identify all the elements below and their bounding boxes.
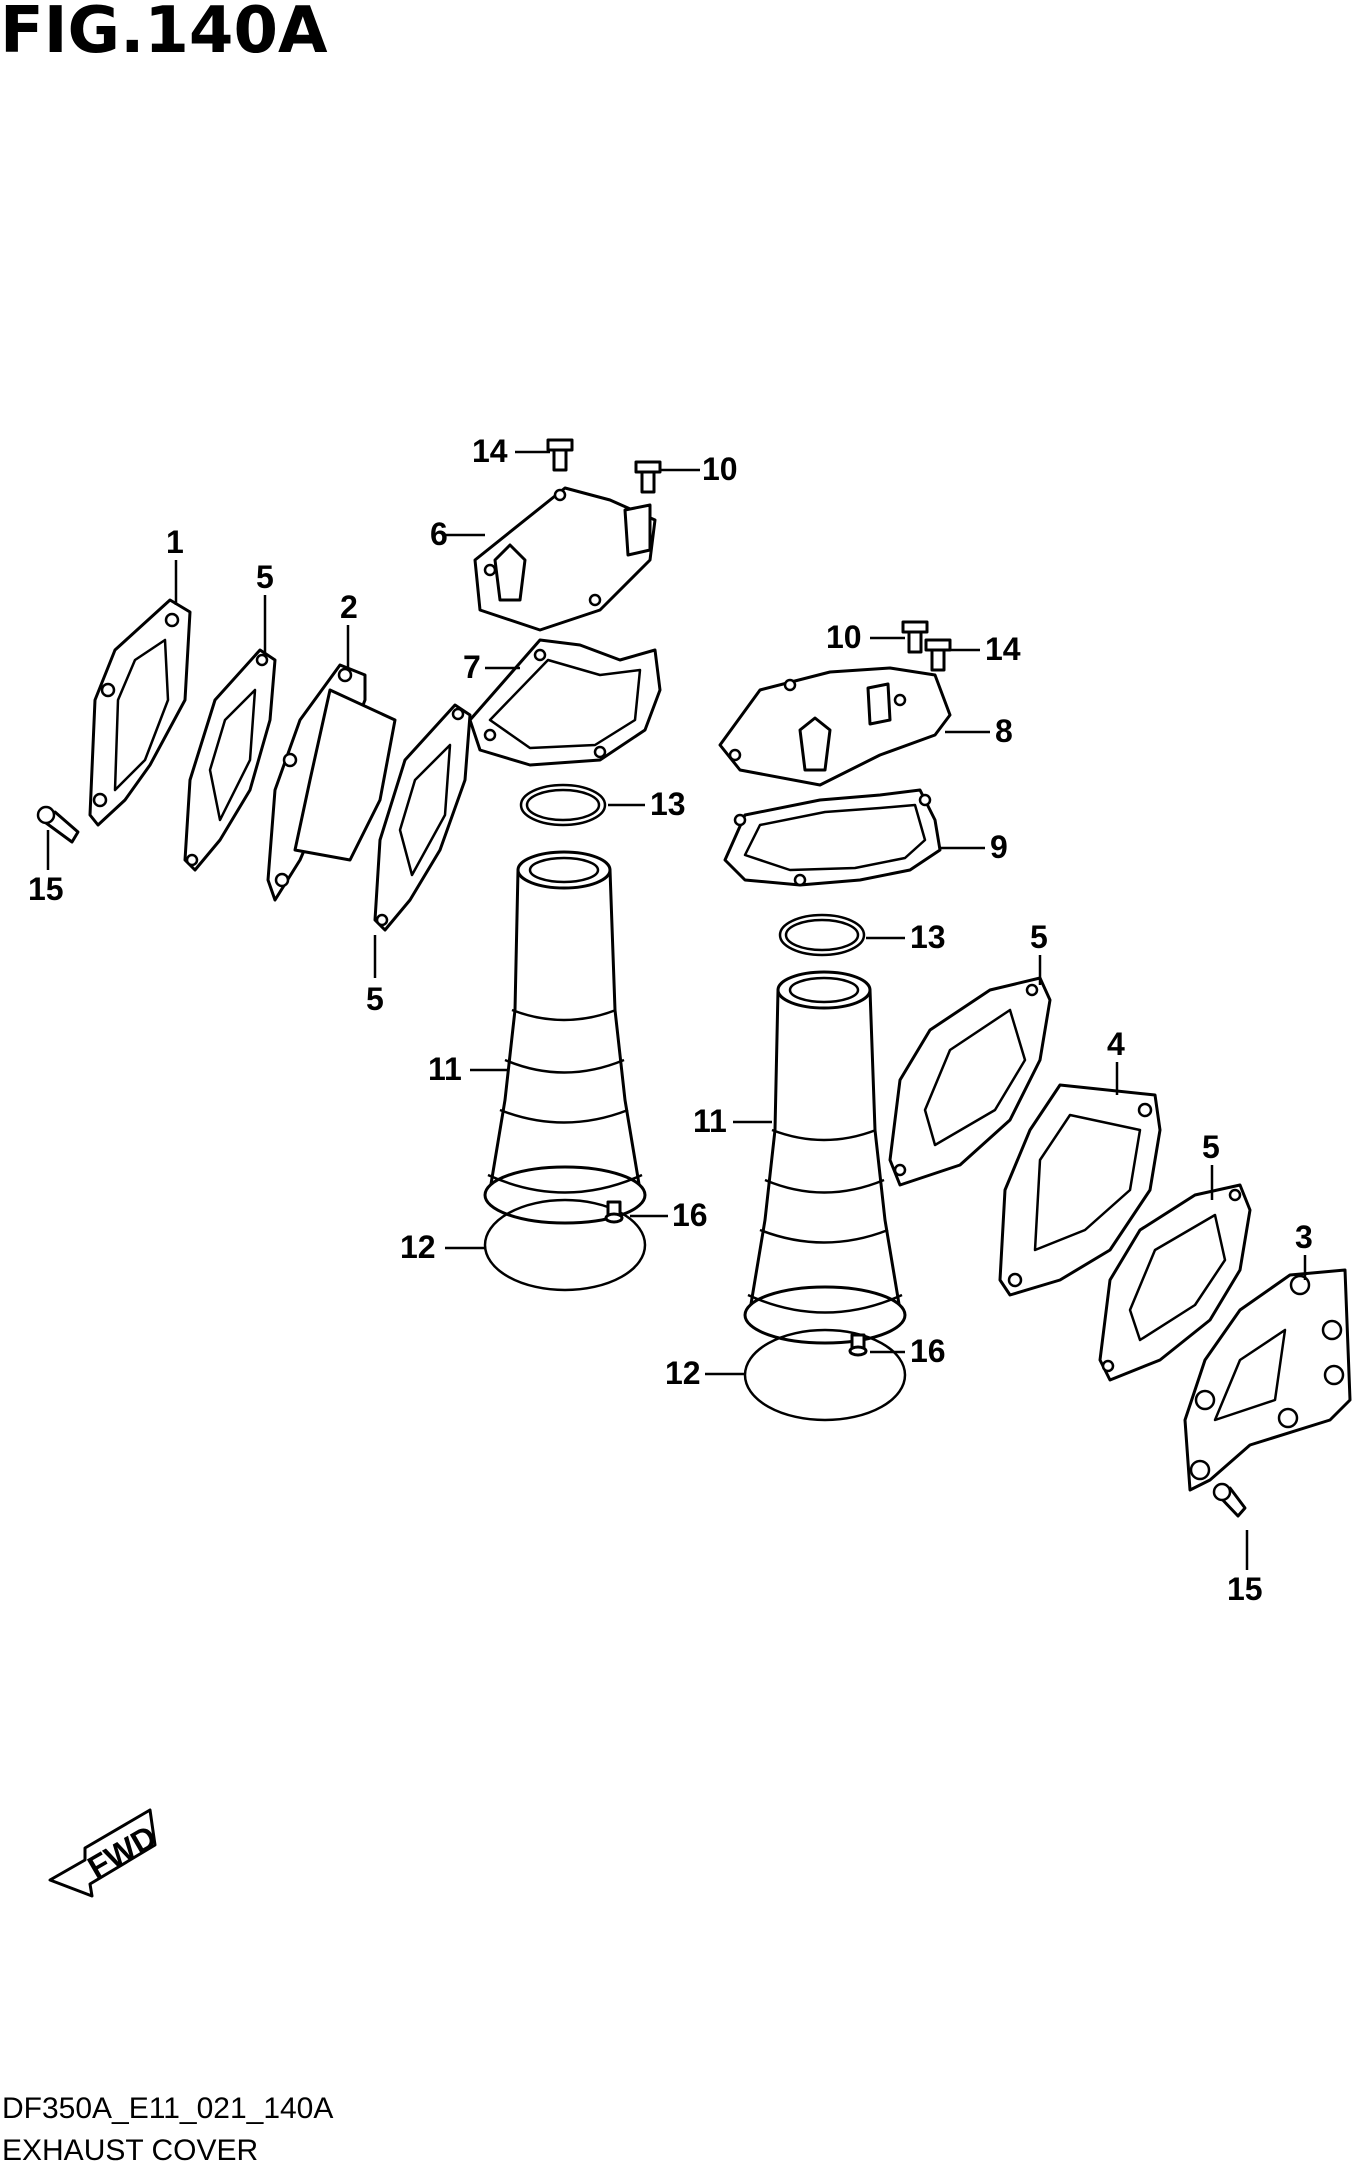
callout-labels: 1 2 3 4 5 5 5 5 6 7 8 9 10 10 11 11 12 1…: [28, 433, 1313, 1607]
part-15-bolt-left: [36, 805, 80, 844]
callout-15-a: 15: [28, 871, 64, 907]
callout-12-b: 12: [665, 1355, 701, 1391]
callout-3: 3: [1295, 1219, 1313, 1255]
callout-10-b: 10: [826, 619, 862, 655]
part-13-o-ring-a: [519, 783, 607, 827]
callout-8: 8: [995, 713, 1013, 749]
part-14-bolt-right: [924, 638, 952, 672]
part-13-o-ring-b: [778, 913, 866, 957]
part-3-plate: [1183, 1268, 1352, 1492]
callout-10-a: 10: [702, 451, 738, 487]
part-1-plate: [88, 598, 192, 827]
callout-16-a: 16: [672, 1197, 708, 1233]
callout-7: 7: [463, 649, 481, 685]
model-code: DF350A_E11_021_140A: [2, 2092, 333, 2125]
part-12-seal-a: [483, 1198, 647, 1292]
callout-11-b: 11: [693, 1103, 727, 1139]
forward-direction-arrow: FWD: [48, 1808, 163, 1898]
figure-title: FIG.140A: [0, 0, 328, 68]
part-5-gasket-a: [183, 648, 277, 872]
part-10-bolt-top: [634, 460, 662, 494]
part-11-exhaust-tube-b: [743, 970, 907, 1345]
part-2-plate: [266, 663, 397, 902]
callout-1: 1: [166, 524, 184, 560]
section-name: EXHAUST COVER: [2, 2134, 258, 2167]
callout-14-a: 14: [472, 433, 508, 469]
part-5-gasket-c: [888, 976, 1052, 1187]
part-7-gasket: [468, 638, 662, 767]
part-9-gasket: [723, 788, 942, 887]
callout-12-a: 12: [400, 1229, 436, 1265]
part-5-gasket-b: [373, 703, 472, 932]
part-14-bolt-top: [546, 438, 574, 472]
callout-2: 2: [340, 589, 358, 625]
part-16-fitting-b: [848, 1333, 868, 1357]
part-5-gasket-d: [1098, 1183, 1252, 1382]
part-11-exhaust-tube-a: [483, 850, 647, 1225]
callout-13-b: 13: [910, 919, 946, 955]
part-4-plate: [998, 1083, 1162, 1297]
callout-9: 9: [990, 829, 1008, 865]
callout-15-b: 15: [1227, 1571, 1263, 1607]
callout-5-d: 5: [1202, 1129, 1220, 1165]
callout-4: 4: [1107, 1026, 1125, 1062]
callout-5-a: 5: [256, 559, 274, 595]
part-6-cover: [473, 486, 657, 632]
callout-5-c: 5: [1030, 919, 1048, 955]
part-10-bolt-right: [901, 620, 929, 654]
part-16-fitting-a: [604, 1200, 624, 1224]
part-15-bolt-right: [1212, 1482, 1247, 1518]
callout-5-b: 5: [366, 981, 384, 1017]
part-8-cover: [718, 666, 952, 787]
callout-14-b: 14: [985, 631, 1021, 667]
callout-11-a: 11: [428, 1051, 462, 1087]
callout-6: 6: [430, 516, 448, 552]
leader-lines: [46, 450, 1307, 1570]
callout-13-a: 13: [650, 786, 686, 822]
callout-16-b: 16: [910, 1333, 946, 1369]
